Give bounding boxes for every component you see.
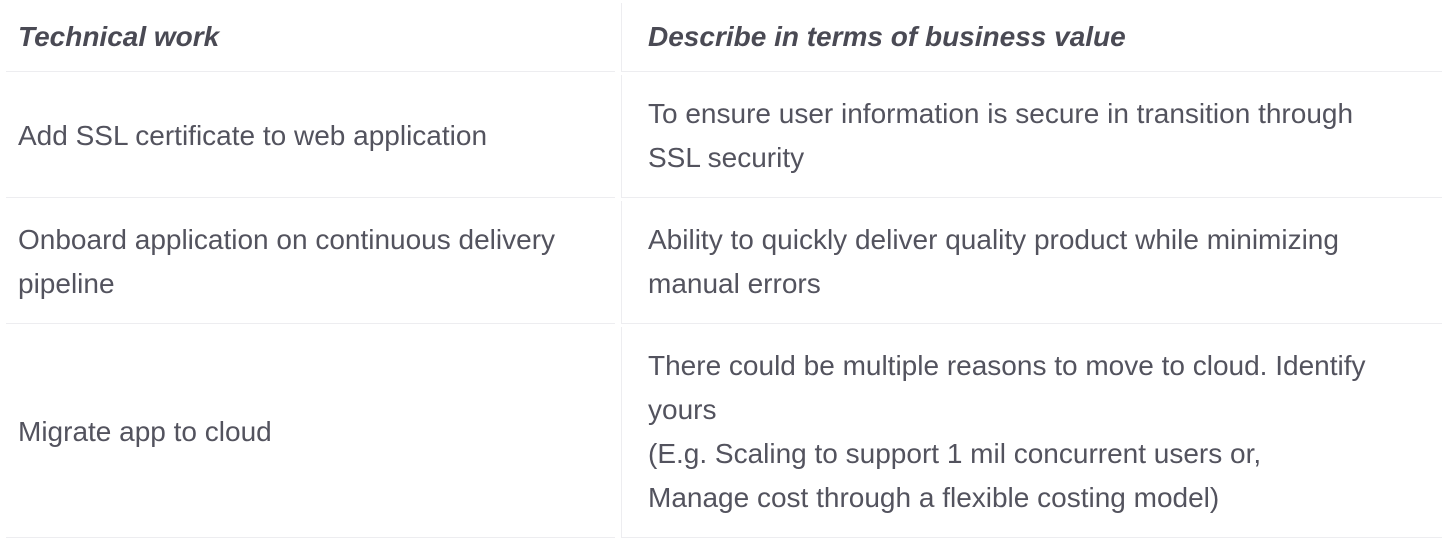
business-value-cell: Ability to quickly deliver quality produ… [621, 201, 1442, 324]
text-line: manual errors [648, 268, 821, 299]
text-line: Migrate app to cloud [18, 416, 272, 447]
technical-work-cell: Onboard application on continuous delive… [6, 201, 615, 324]
text-line: SSL security [648, 142, 805, 173]
text-line: There could be multiple reasons to move … [648, 350, 1366, 381]
column-header-technical-work: Technical work [6, 3, 615, 72]
text-line: Ability to quickly deliver quality produ… [648, 224, 1339, 255]
text-line: yours [648, 394, 717, 425]
table-row: Add SSL certificate to web application To… [6, 75, 1442, 198]
technical-work-cell: Add SSL certificate to web application [6, 75, 615, 198]
business-value-cell: To ensure user information is secure in … [621, 75, 1442, 198]
table-row: Onboard application on continuous delive… [6, 201, 1442, 324]
text-line: To ensure user information is secure in … [648, 98, 1354, 129]
table-row: Migrate app to cloud There could be multi… [6, 327, 1442, 538]
technical-work-cell: Migrate app to cloud [6, 327, 615, 538]
text-line: Add SSL certificate to web application [18, 120, 488, 151]
business-value-cell: There could be multiple reasons to move … [621, 327, 1442, 538]
text-line: Manage cost through a flexible costing m… [648, 482, 1220, 513]
text-line: pipeline [18, 268, 115, 299]
text-line: (E.g. Scaling to support 1 mil concurren… [648, 438, 1262, 469]
text-line: Onboard application on continuous delive… [18, 224, 556, 255]
table-body: Add SSL certificate to web application To… [6, 75, 1442, 538]
column-header-business-value: Describe in terms of business value [621, 3, 1442, 72]
table-header-row: Technical work Describe in terms of busi… [6, 3, 1442, 72]
